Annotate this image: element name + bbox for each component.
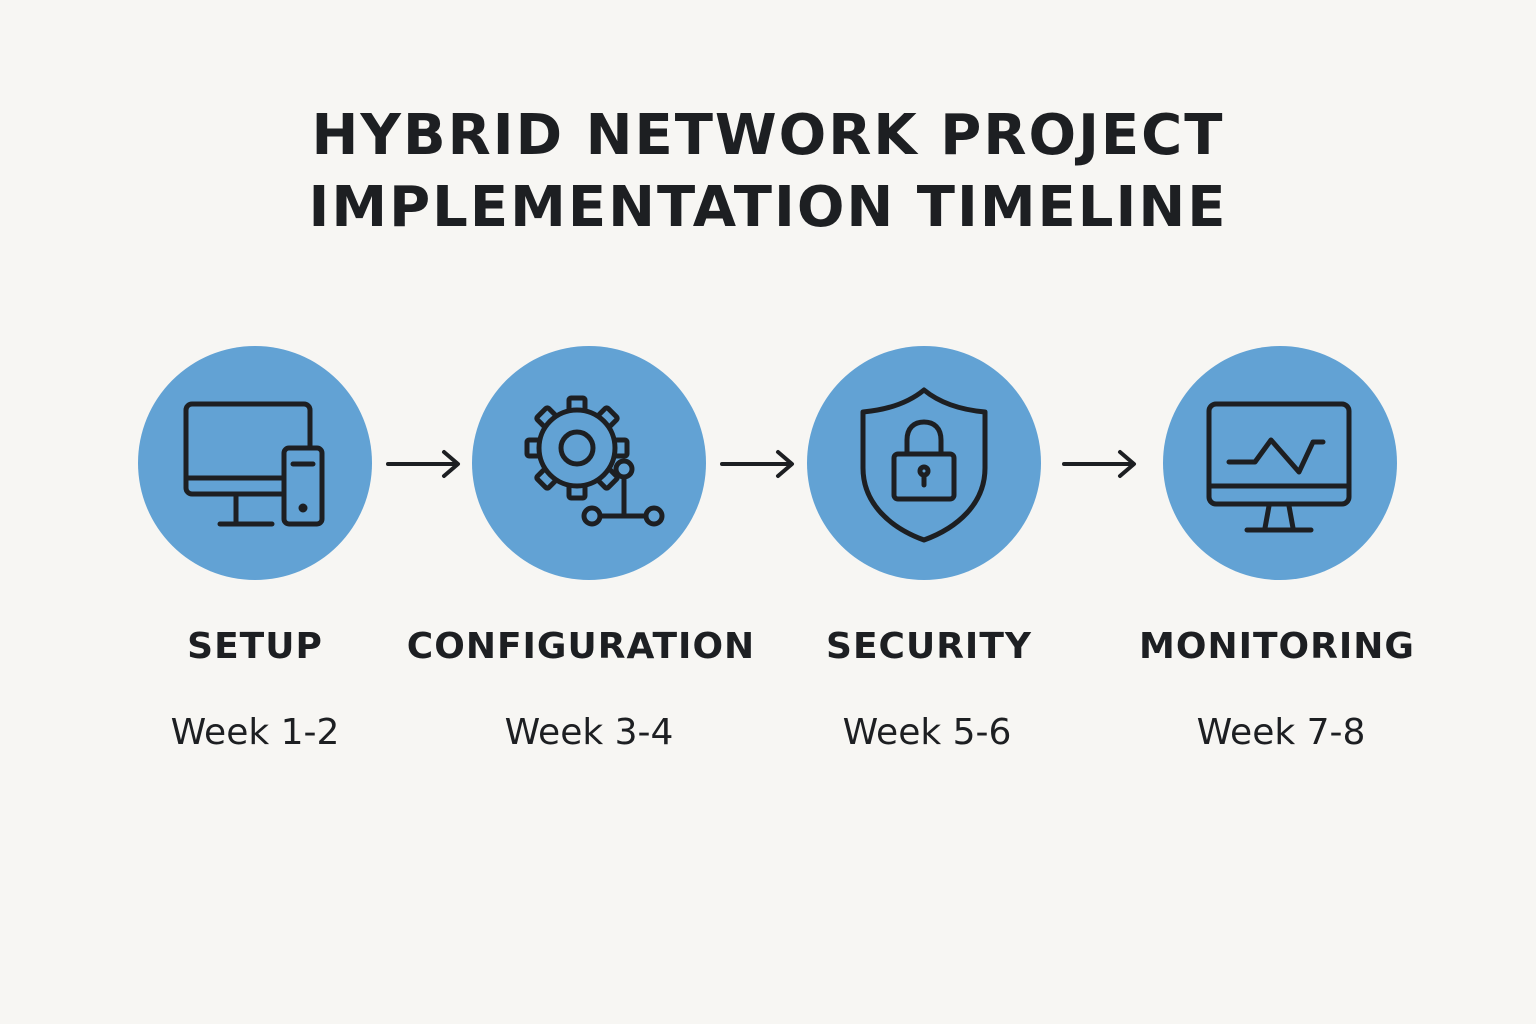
- arrow-right-icon: [720, 450, 794, 478]
- step-weeks-setup: Week 1-2: [170, 712, 340, 753]
- step-weeks-configuration: Week 3-4: [504, 712, 674, 753]
- shield-lock-icon: [860, 387, 988, 543]
- step-name-setup: SETUP: [187, 626, 323, 667]
- step-setup-circle: [138, 346, 372, 580]
- step-name-security: SECURITY: [826, 626, 1032, 667]
- arrow-right-icon: [386, 450, 460, 478]
- step-weeks-monitoring: Week 7-8: [1196, 712, 1366, 753]
- arrow-right-icon: [1062, 450, 1136, 478]
- title-line-2: IMPLEMENTATION TIMELINE: [308, 175, 1228, 240]
- step-configuration-circle: [472, 346, 706, 580]
- desktop-computer-icon: [183, 401, 325, 527]
- step-monitoring-circle: [1163, 346, 1397, 580]
- page-title: HYBRID NETWORK PROJECT IMPLEMENTATION TI…: [0, 100, 1536, 244]
- step-weeks-security: Week 5-6: [842, 712, 1012, 753]
- step-name-configuration: CONFIGURATION: [406, 626, 756, 667]
- gear-network-icon: [524, 395, 665, 527]
- title-line-1: HYBRID NETWORK PROJECT: [311, 103, 1225, 168]
- monitor-graph-icon: [1206, 401, 1352, 533]
- step-security-circle: [807, 346, 1041, 580]
- step-name-monitoring: MONITORING: [1139, 626, 1415, 667]
